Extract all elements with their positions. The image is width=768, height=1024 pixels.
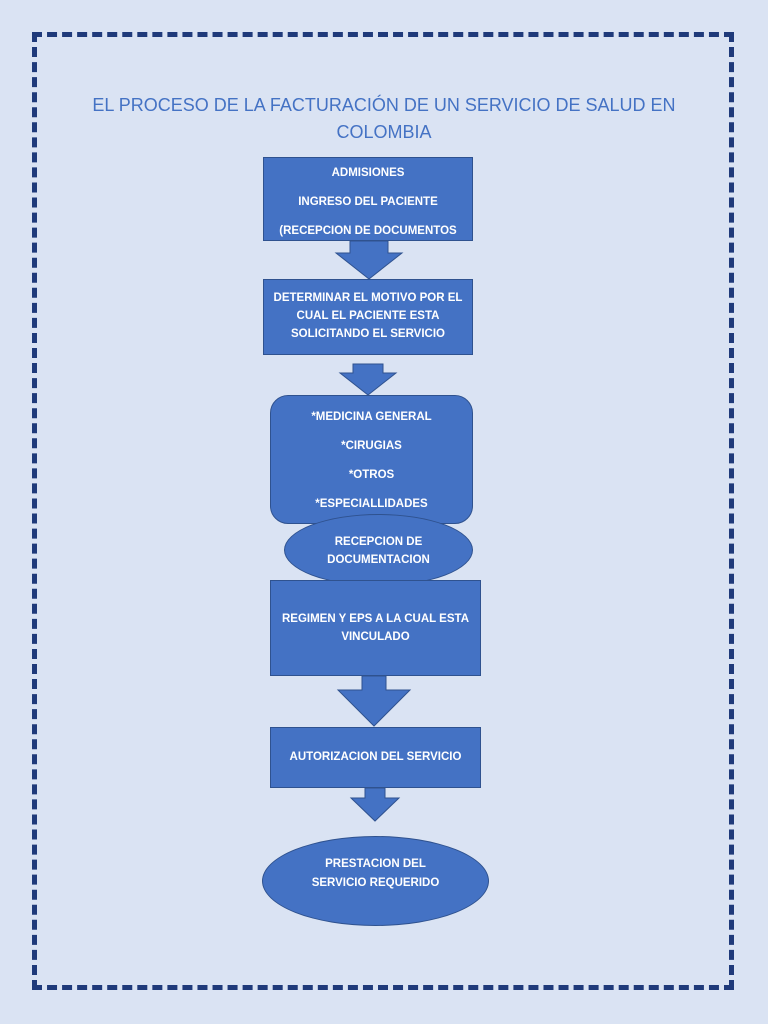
step-admisiones-line-2: INGRESO DEL PACIENTE (298, 196, 438, 208)
step-recepcion-line-1: RECEPCION DE (334, 536, 423, 548)
step-motivo: DETERMINAR EL MOTIVO POR EL CUAL EL PACI… (263, 279, 473, 355)
step-servicios-line-4: *ESPECIALLIDADES (315, 498, 428, 510)
step-prestacion-line-1: PRESTACION DEL (325, 858, 426, 870)
step-recepcion: RECEPCION DE DOCUMENTACION (284, 514, 473, 586)
step-admisiones-line-1: ADMISIONES (331, 167, 405, 179)
diagram-title: EL PROCESO DE LA FACTURACIÓN DE UN SERVI… (92, 95, 676, 142)
arrow-down-3 (336, 675, 412, 727)
step-regimen-line-1: REGIMEN Y EPS A LA CUAL ESTA (281, 613, 469, 625)
step-motivo-line-1: DETERMINAR EL MOTIVO POR EL (273, 292, 463, 304)
step-admisiones-line-3: (RECEPCION DE DOCUMENTOS (279, 225, 457, 237)
step-motivo-line-3: SOLICITANDO EL SERVICIO (291, 328, 445, 340)
step-prestacion-line-2: SERVICIO REQUERIDO (311, 877, 440, 889)
step-autorizacion-line-1: AUTORIZACION DEL SERVICIO (289, 751, 462, 763)
arrow-down-2 (338, 363, 398, 396)
step-regimen-line-2: VINCULADO (341, 631, 410, 643)
step-autorizacion: AUTORIZACION DEL SERVICIO (270, 727, 481, 788)
arrow-down-1 (334, 240, 404, 280)
step-recepcion-line-2: DOCUMENTACION (327, 554, 430, 566)
step-prestacion: PRESTACION DEL SERVICIO REQUERIDO (262, 836, 489, 926)
page-border (32, 32, 734, 990)
step-servicios-line-2: *CIRUGIAS (341, 440, 402, 452)
step-servicios: *MEDICINA GENERAL *CIRUGIAS *OTROS *ESPE… (270, 395, 473, 524)
step-servicios-line-1: *MEDICINA GENERAL (311, 411, 432, 423)
arrow-down-4 (349, 787, 401, 822)
step-motivo-line-2: CUAL EL PACIENTE ESTA (296, 310, 440, 322)
step-regimen: REGIMEN Y EPS A LA CUAL ESTA VINCULADO (270, 580, 481, 676)
step-servicios-line-3: *OTROS (348, 469, 395, 481)
step-admisiones: ADMISIONES INGRESO DEL PACIENTE (RECEPCI… (263, 157, 473, 241)
